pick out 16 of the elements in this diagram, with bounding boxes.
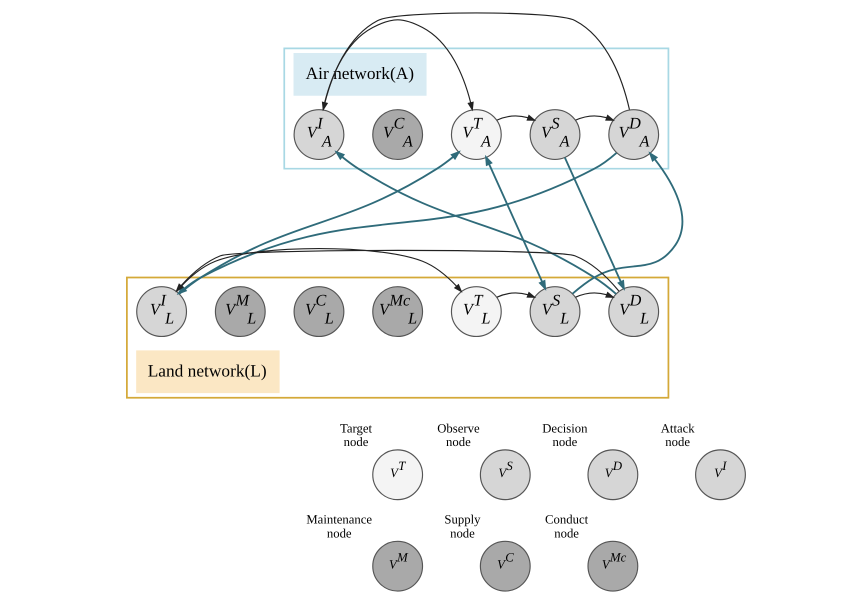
arrow	[334, 150, 616, 295]
arrow	[496, 292, 536, 298]
arrow	[574, 292, 614, 298]
node-label: Conduct node	[544, 512, 588, 541]
node-label: Observe node	[436, 421, 480, 450]
node-label: Decision node	[542, 421, 587, 450]
arrow	[563, 157, 624, 291]
node-label: Target node	[339, 421, 372, 450]
node-label: Maintenance node	[306, 512, 372, 541]
arrow	[496, 114, 536, 121]
arrow	[484, 154, 546, 291]
arrow	[571, 151, 683, 294]
node-label: Attack node	[660, 421, 694, 450]
arrow	[178, 150, 460, 295]
node-label: Supply node	[444, 512, 480, 541]
arrow	[574, 114, 614, 121]
